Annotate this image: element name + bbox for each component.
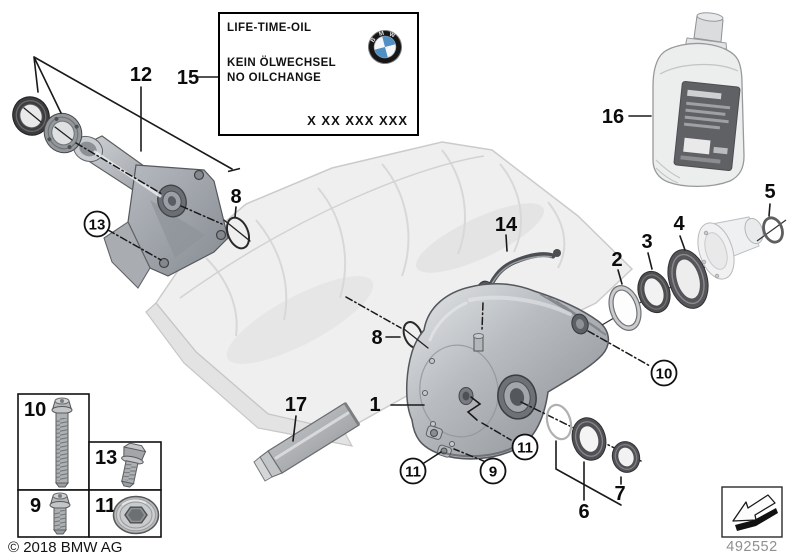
roundel-letter-b: B: [370, 36, 378, 44]
legend-label-13[interactable]: 13: [95, 447, 117, 469]
bolt-9-drawing: [49, 492, 71, 535]
seal-ring-3: [637, 270, 671, 314]
roundel-letter-m: M: [378, 31, 384, 38]
callout-15[interactable]: 15: [177, 67, 199, 89]
legend-label-10[interactable]: 10: [24, 399, 46, 421]
callout-circle-11-left-label[interactable]: 11: [405, 464, 421, 481]
shaft-seal-ring: [12, 96, 50, 136]
callout-7[interactable]: 7: [614, 483, 625, 505]
circled-callouts: 13 10 11 11 9: [83, 210, 678, 485]
callout-6[interactable]: 6: [578, 501, 589, 523]
seal-ring-4: [667, 249, 709, 309]
callout-5[interactable]: 5: [764, 181, 775, 203]
o-ring-8-left: [225, 216, 251, 250]
oil-info-label-box: LIFE-TIME-OIL KEIN ÖLWECHSEL NO OILCHANG…: [218, 12, 419, 136]
o-ring-6: [545, 403, 573, 441]
bolt-13-drawing: [120, 442, 147, 488]
oil-label-note-de: KEIN ÖLWECHSEL: [227, 56, 336, 69]
leader-lines: [23, 56, 771, 506]
callout-2[interactable]: 2: [611, 249, 622, 271]
front-support-bracket: [72, 135, 229, 289]
callout-17[interactable]: 17: [285, 394, 307, 416]
output-flange-ghost: [697, 216, 764, 280]
callout-circle-11-left[interactable]: 11: [399, 457, 427, 485]
bmw-roundel-icon: B M W: [368, 30, 402, 64]
oil-label-part-number: X XX XXX XXX: [307, 113, 408, 128]
diagram-number: 492552: [726, 539, 777, 555]
callout-8-left[interactable]: 8: [230, 186, 241, 208]
legend-label-9[interactable]: 9: [30, 495, 41, 517]
callout-14[interactable]: 14: [495, 214, 518, 236]
callout-circle-10[interactable]: 10: [650, 359, 678, 387]
oil-pan-ghost: [145, 141, 634, 447]
screw-plug-11-drawing: [112, 495, 160, 535]
seal-ring-7: [611, 441, 641, 473]
callout-12[interactable]: 12: [130, 64, 152, 86]
bolt-10-drawing: [51, 397, 73, 488]
callout-circle-11-right[interactable]: 11: [511, 433, 539, 461]
seal-ring-6: [571, 417, 607, 461]
oil-label-note-en: NO OILCHANGE: [227, 72, 321, 84]
direction-arrow-icon: [732, 494, 778, 531]
callout-circle-9-label[interactable]: 9: [489, 464, 497, 481]
callout-circle-13-label[interactable]: 13: [89, 217, 106, 234]
legend-label-11[interactable]: 11: [95, 495, 116, 517]
roundel-letter-w: W: [388, 32, 396, 40]
snap-ring-5: [762, 216, 784, 244]
callout-16[interactable]: 16: [602, 106, 624, 128]
callout-circle-10-label[interactable]: 10: [656, 366, 673, 383]
fastener-legend: 10 13 9 11: [17, 393, 162, 538]
callout-4[interactable]: 4: [673, 213, 685, 235]
callout-8-center[interactable]: 8: [371, 327, 382, 349]
callout-3[interactable]: 3: [641, 231, 652, 253]
sealant-tube: [253, 402, 361, 482]
shim-ring-2: [608, 285, 642, 331]
oil-bottle-label: [673, 80, 741, 172]
callout-circle-13[interactable]: 13: [83, 210, 111, 238]
callout-circle-11-right-label[interactable]: 11: [517, 440, 533, 457]
oil-label-title: LIFE-TIME-OIL: [227, 22, 311, 34]
oil-bottle: [652, 12, 745, 188]
callout-circle-9[interactable]: 9: [479, 457, 507, 485]
front-differential: [405, 283, 610, 460]
section-thumbnail-box: [721, 486, 783, 538]
callout-1[interactable]: 1: [369, 394, 380, 416]
copyright-text: © 2018 BMW AG: [8, 539, 122, 556]
